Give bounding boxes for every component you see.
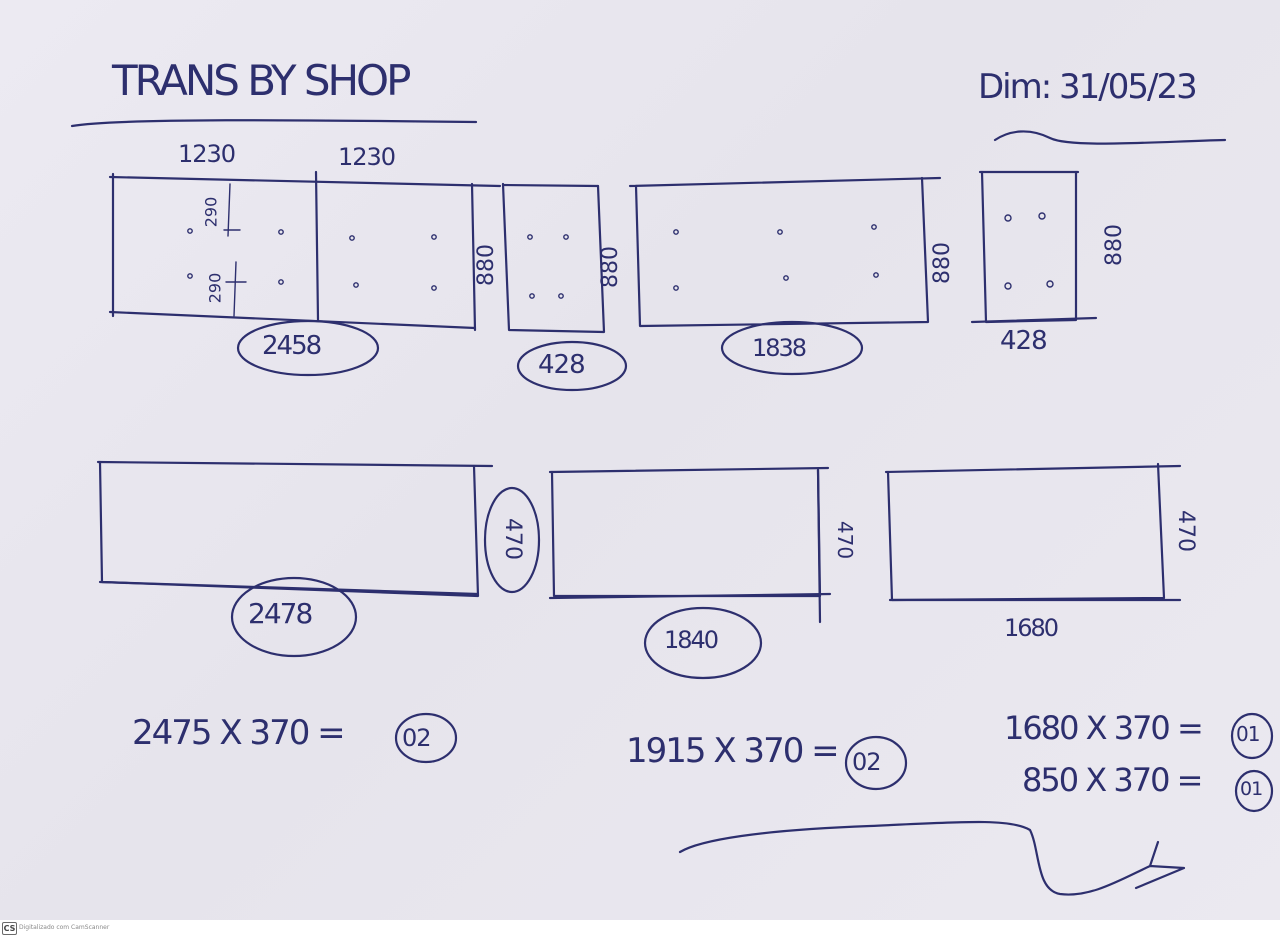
row2-panel-a-height: 470 [500, 518, 525, 560]
date-underline [993, 130, 1227, 145]
bottom-arrow [678, 820, 1186, 896]
row2-panel-b-total: 1840 [664, 626, 719, 654]
row2-panel-c-height: 470 [1173, 510, 1198, 552]
row1-panel-a-spacing-1: 290 [201, 196, 221, 228]
row1-panel-a-width-1: 1230 [178, 140, 236, 168]
scanner-watermark-text: Digitalizado com CamScanner [19, 924, 110, 931]
row2-panel-b [548, 466, 832, 680]
row2-panel-a [96, 460, 541, 658]
row1-panel-d-height: 880 [1102, 224, 1127, 266]
summary-right-qty-1: 01 [1236, 722, 1260, 746]
summary-middle-dims: 1915 X 370 = [626, 731, 840, 771]
row1-panel-d-total: 428 [1000, 326, 1048, 356]
row2-panel-c-total: 1680 [1004, 614, 1059, 642]
row1-panel-d [970, 170, 1098, 324]
row1-panel-b-total: 428 [538, 350, 586, 380]
sketch-date: Dim: 31/05/23 [978, 67, 1198, 107]
summary-middle-qty: 02 [852, 748, 882, 776]
row1-panel-b [501, 182, 628, 392]
summary-left-qty-circle [394, 712, 458, 764]
row1-panel-a-total: 2458 [262, 331, 322, 361]
summary-left-dims: 2475 X 370 = [132, 713, 346, 753]
row1-panel-a-width-2: 1230 [338, 143, 396, 171]
summary-middle-qty-circle [844, 735, 908, 791]
summary-left-qty: 02 [402, 724, 432, 752]
row1-panel-c [628, 176, 942, 376]
row2-panel-a-total: 2478 [248, 597, 313, 630]
summary-right-dims-2: 850 X 370 = [1022, 761, 1203, 799]
scanner-footer: CS Digitalizado com CamScanner [0, 920, 1280, 937]
sketch-title: TRANS BY SHOP [112, 56, 411, 105]
summary-right-qty1-circle [1230, 712, 1274, 760]
camscanner-logo-icon: CS [2, 922, 17, 935]
row1-panel-c-total: 1838 [752, 334, 807, 362]
summary-right-qty2-circle [1234, 769, 1274, 813]
row1-panel-c-height: 880 [930, 242, 955, 284]
row1-panel-a [108, 170, 502, 377]
summary-right-dims-1: 1680 X 370 = [1004, 709, 1204, 747]
row2-panel-b-height: 470 [833, 520, 858, 560]
row1-panel-a-height: 880 [474, 244, 499, 286]
row1-panel-b-height: 880 [598, 246, 623, 288]
summary-right-qty-2: 01 [1240, 778, 1263, 800]
row2-panel-c [884, 462, 1182, 602]
title-underline [70, 119, 478, 128]
row1-panel-a-spacing-2: 290 [205, 272, 225, 304]
